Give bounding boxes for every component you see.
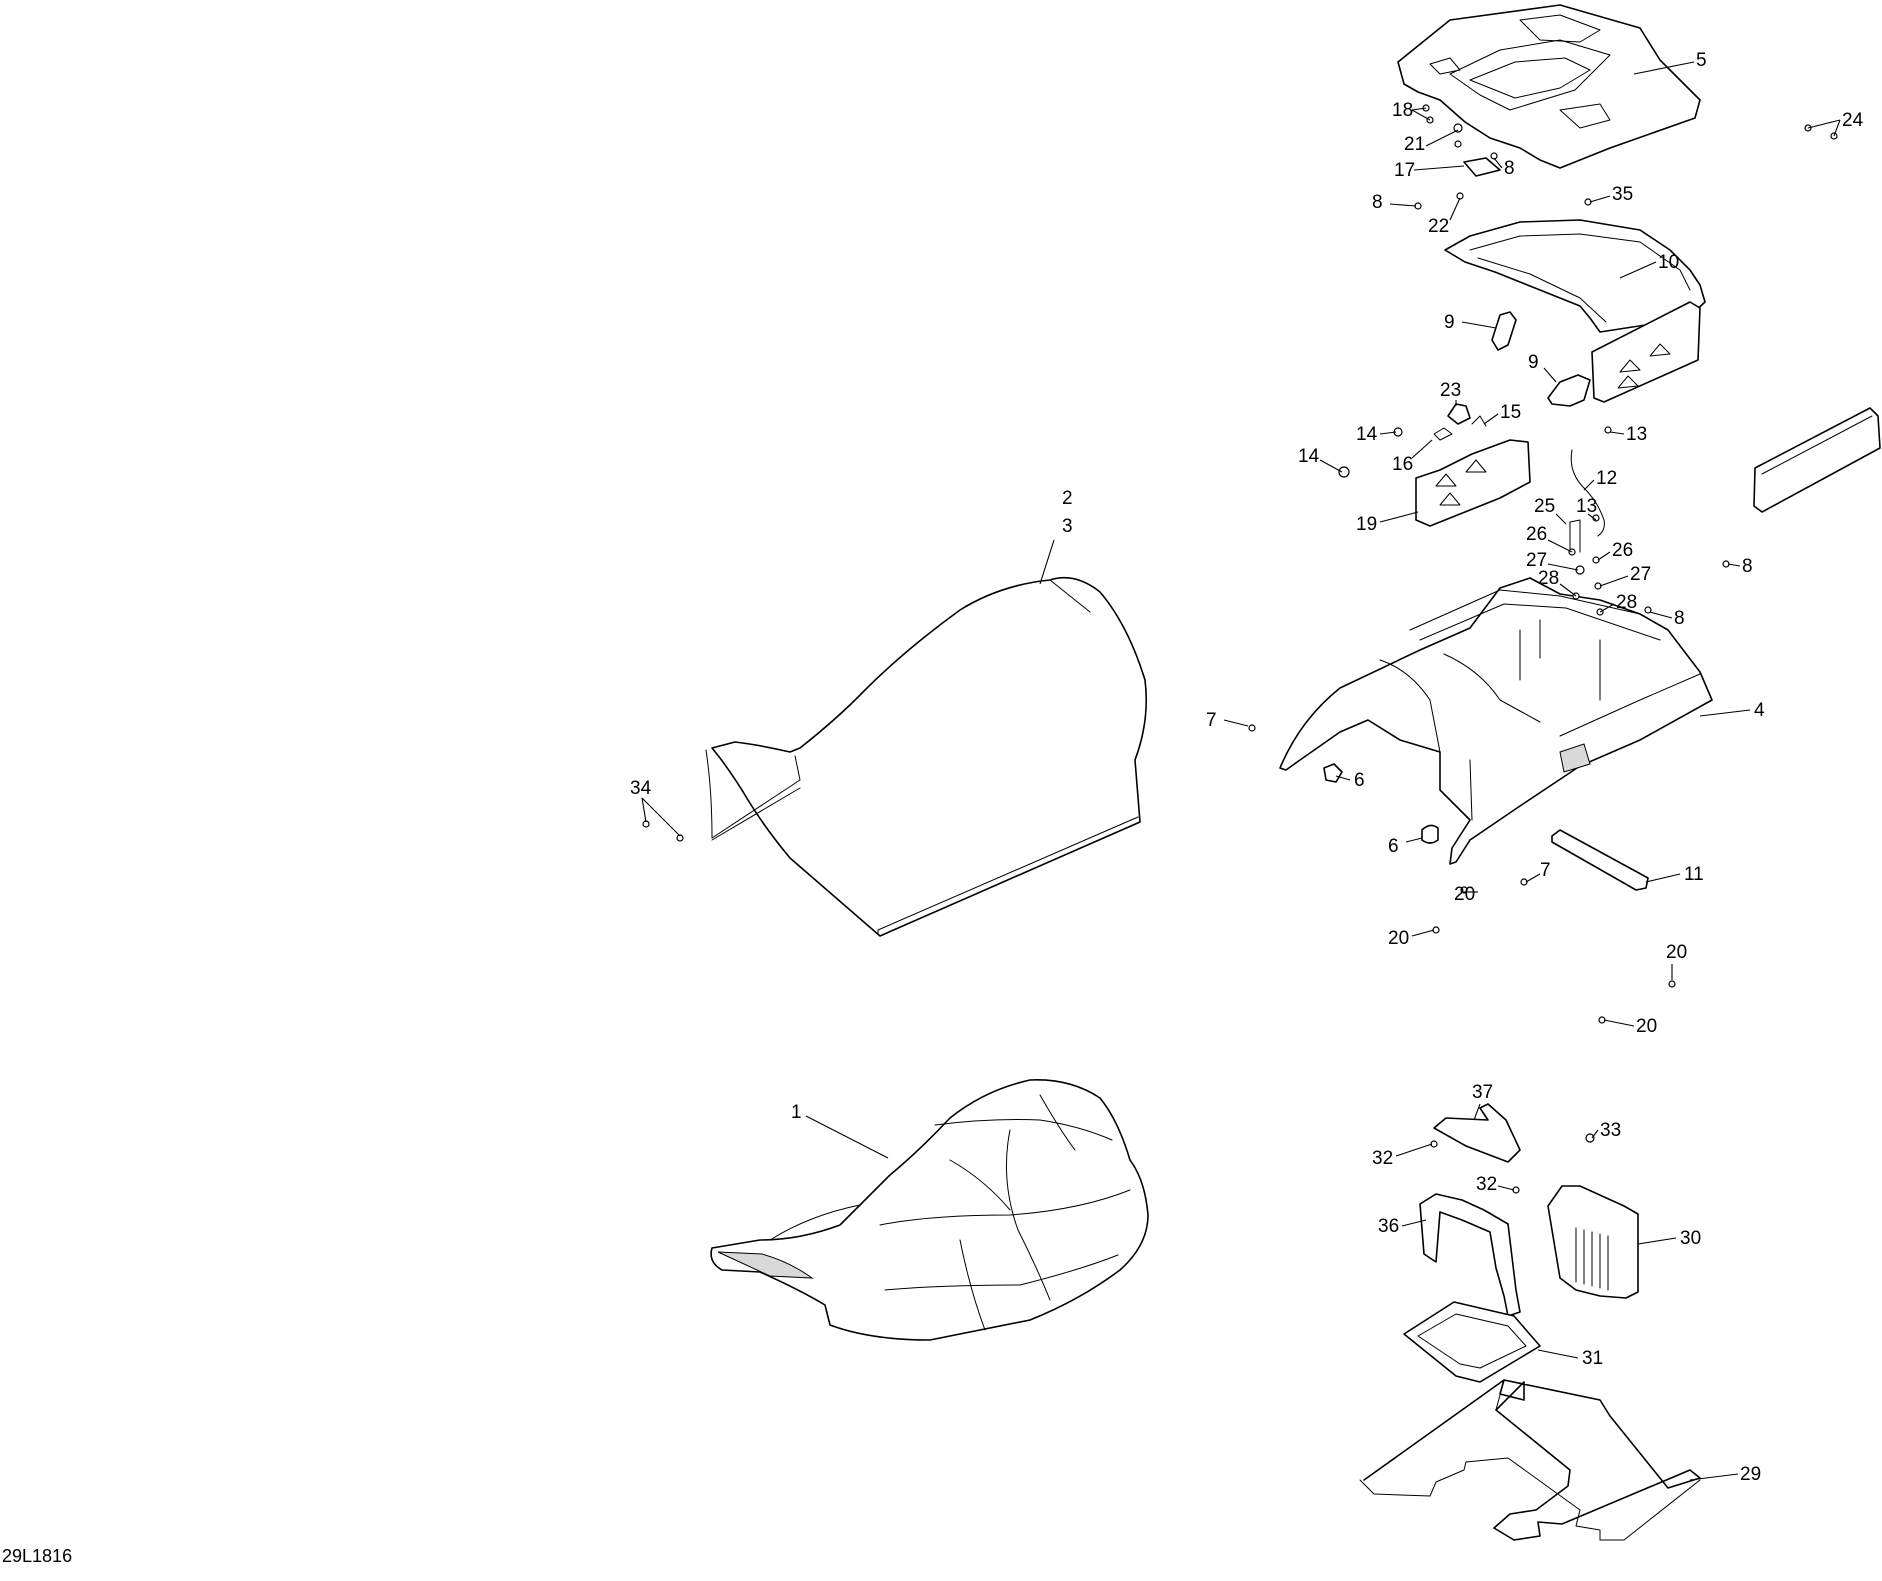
part-bumper-lower — [1421, 824, 1439, 844]
callout-label: 33 — [1600, 1120, 1621, 1141]
callout-label: 8 — [1674, 608, 1685, 629]
callout-label: 6 — [1388, 836, 1399, 857]
callout-label: 9 — [1528, 352, 1539, 373]
callout-label: 4 — [1754, 700, 1765, 721]
part-side-panel — [1753, 407, 1881, 513]
part-rail — [1551, 829, 1649, 891]
callout-label: 18 — [1392, 100, 1413, 121]
callout-label: 32 — [1476, 1174, 1497, 1195]
callout-label: 21 — [1404, 134, 1425, 155]
callout-label: 10 — [1658, 252, 1679, 273]
callouts: 1 2 3 4 5 6 6 7 7 8 8 8 8 8 9 9 10 11 — [630, 50, 1864, 1485]
callout-label: 8 — [1372, 192, 1383, 213]
callout-label: 9 — [1444, 312, 1455, 333]
callout-label: 15 — [1500, 402, 1521, 423]
callout-label: 7 — [1206, 710, 1217, 731]
callout-label: 28 — [1616, 592, 1637, 613]
callout-label: 32 — [1372, 1148, 1393, 1169]
callout-label: 36 — [1378, 1216, 1399, 1237]
part-box-housing — [1547, 1185, 1639, 1299]
part-bumper-upper — [1323, 763, 1343, 783]
callout-label: 11 — [1684, 864, 1704, 885]
part-bracket-lower — [1547, 374, 1591, 407]
callout-label: 22 — [1428, 216, 1449, 237]
callout-label: 7 — [1540, 860, 1551, 881]
callout-label: 13 — [1626, 424, 1647, 445]
part-floor-mat — [1359, 1379, 1701, 1541]
callout-label: 12 — [1596, 468, 1617, 489]
callout-label: 14 — [1356, 424, 1378, 445]
callout-label: 23 — [1440, 380, 1461, 401]
callout-label: 2 — [1062, 488, 1073, 509]
part-rack-cover — [1397, 4, 1701, 169]
callout-label: 20 — [1636, 1016, 1657, 1037]
part-box-bracket — [1419, 1193, 1521, 1317]
part-box-tray — [1403, 1301, 1541, 1383]
callout-label: 24 — [1842, 110, 1864, 131]
part-box-cover — [1433, 1103, 1521, 1163]
callout-label: 29 — [1740, 1464, 1761, 1485]
part-cable — [1570, 449, 1605, 537]
callout-label: 37 — [1472, 1082, 1493, 1103]
callout-label: 16 — [1392, 454, 1413, 475]
callout-label: 14 — [1298, 446, 1320, 467]
callout-label: 20 — [1454, 884, 1475, 905]
callout-label: 17 — [1394, 160, 1415, 181]
part-rear-body — [1279, 577, 1713, 865]
callout-label: 26 — [1526, 524, 1547, 545]
callout-label: 34 — [630, 778, 652, 799]
callout-label: 30 — [1680, 1228, 1701, 1249]
callout-label: 20 — [1388, 928, 1409, 949]
part-latch — [1433, 403, 1487, 441]
callout-label: 28 — [1538, 568, 1559, 589]
callout-label: 1 — [791, 1102, 802, 1123]
part-support-plate — [1415, 439, 1531, 527]
callout-label: 5 — [1696, 50, 1707, 71]
part-bracket-upper — [1491, 311, 1517, 351]
callout-label: 6 — [1354, 770, 1365, 791]
callout-label: 8 — [1504, 158, 1515, 179]
callout-label: 31 — [1582, 1348, 1603, 1369]
part-frame-plate — [1591, 301, 1701, 403]
part-seat-cover — [705, 576, 1147, 937]
callout-label: 3 — [1062, 516, 1073, 537]
part-latch-pin — [1569, 519, 1581, 553]
callout-label: 35 — [1612, 184, 1633, 205]
callout-label: 25 — [1534, 496, 1555, 517]
callout-label: 26 — [1612, 540, 1633, 561]
callout-label: 27 — [1630, 564, 1651, 585]
fasteners — [642, 104, 1838, 1194]
part-seat — [710, 1079, 1149, 1341]
drawing-number: 29L1816 — [2, 1546, 72, 1566]
callout-label: 8 — [1742, 556, 1753, 577]
callout-label: 20 — [1666, 942, 1687, 963]
callout-label: 27 — [1526, 550, 1547, 571]
callout-label: 19 — [1356, 514, 1377, 535]
callout-label: 13 — [1576, 496, 1597, 517]
